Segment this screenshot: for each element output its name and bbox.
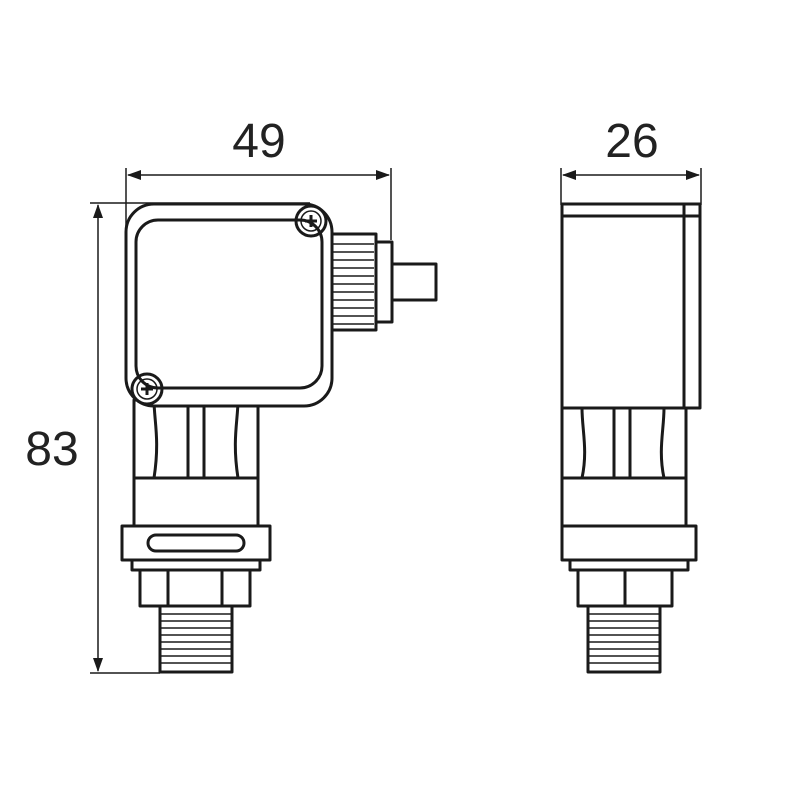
side-neck (560, 406, 688, 480)
screw-icon (294, 204, 328, 238)
dimension-label-49: 49 (232, 115, 285, 168)
side-housing (560, 202, 702, 410)
front-housing (124, 202, 334, 408)
dimension-label-26: 26 (605, 115, 658, 168)
dimension-width-side: 26 (560, 115, 702, 205)
front-lower-body (120, 476, 272, 674)
front-neck (132, 398, 260, 480)
dimension-width-front: 49 (125, 115, 392, 240)
screw-icon (130, 372, 164, 406)
side-view (560, 202, 702, 674)
front-connector (328, 232, 438, 332)
side-lower-body (560, 476, 698, 674)
dimension-label-83: 83 (25, 423, 78, 476)
dimension-height: 83 (25, 202, 310, 674)
front-view (120, 202, 438, 674)
